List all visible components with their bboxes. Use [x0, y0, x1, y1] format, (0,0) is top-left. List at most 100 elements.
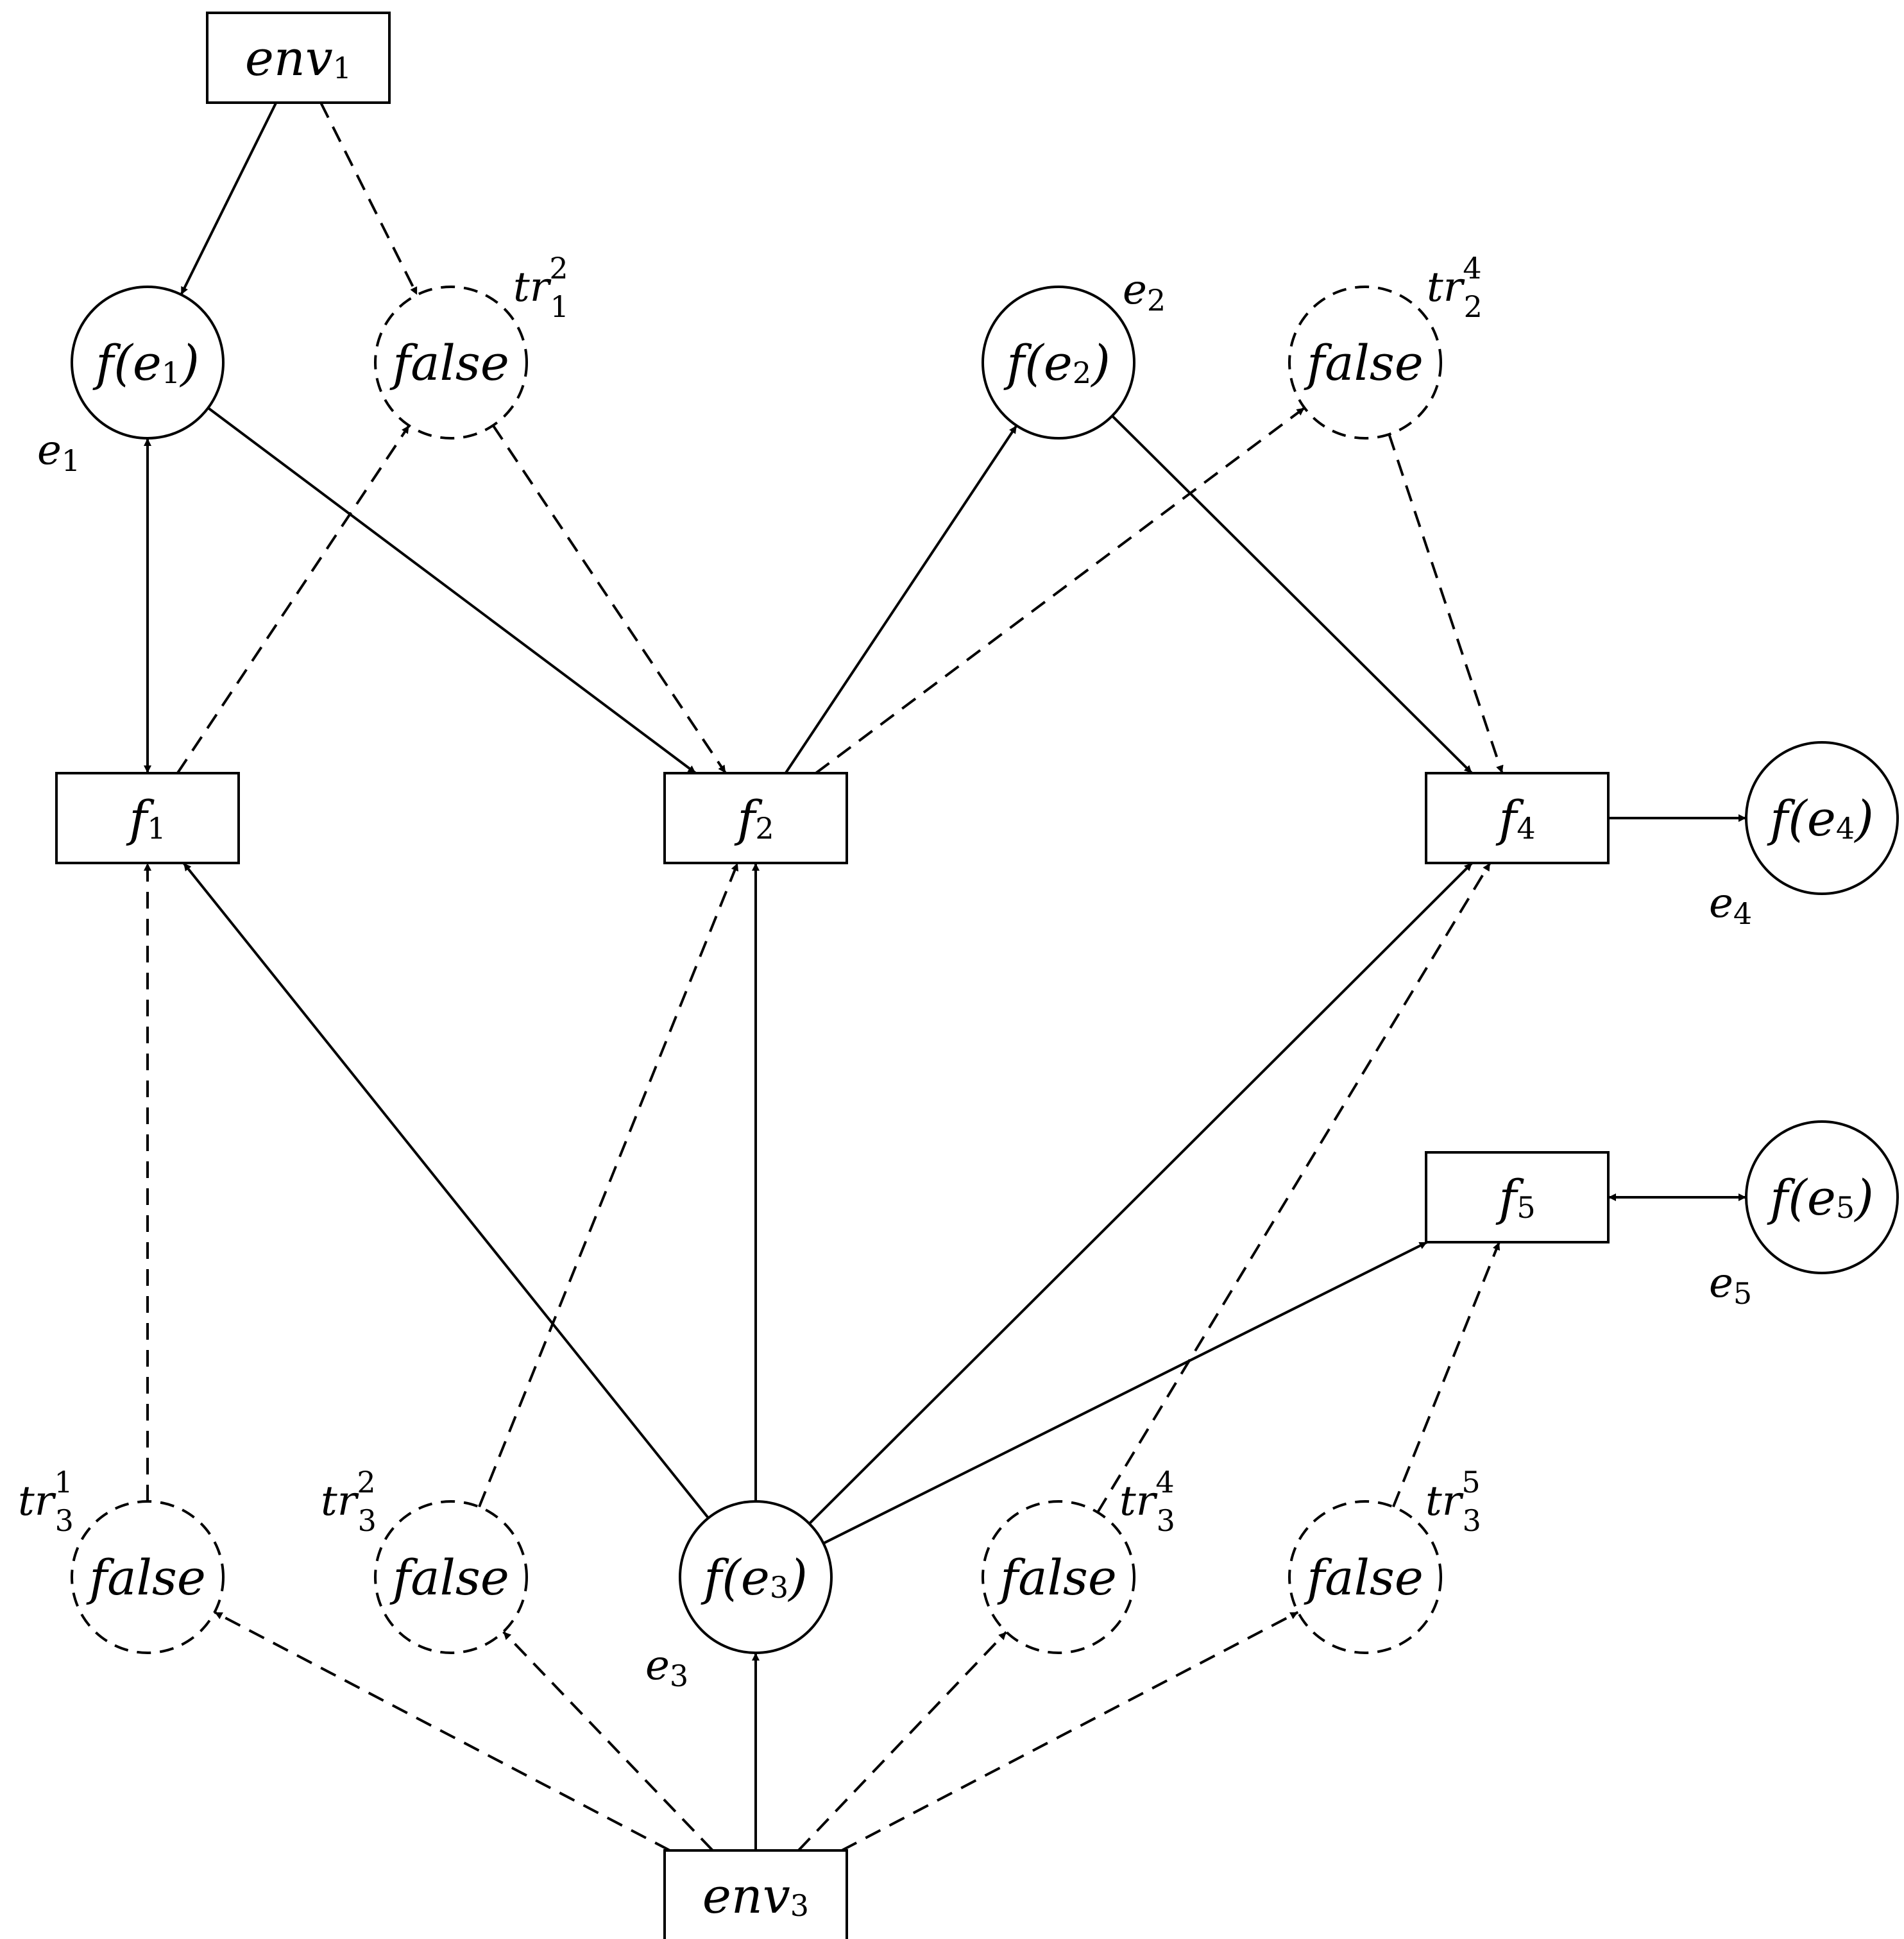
node-fe4-label: f(e4): [1767, 790, 1874, 847]
node-env3: env3: [663, 1849, 848, 1939]
node-env1: env1: [206, 12, 391, 104]
node-tr34-circle: [982, 1500, 1135, 1654]
edge-tr32-to-f2: [478, 862, 739, 1508]
node-fe3-label-suffix: ): [787, 1549, 808, 1606]
node-tr12-label: false: [389, 334, 509, 391]
node-tr35: false: [1288, 1500, 1442, 1654]
node-f2: f2: [663, 772, 848, 864]
node-f1-box: [55, 772, 240, 864]
edge-tr35-to-f5: [1391, 1242, 1500, 1508]
node-tr12-circle: [374, 286, 528, 440]
node-f2-label-subscript: 2: [755, 811, 774, 846]
node-fe5-label-suffix: ): [1853, 1169, 1874, 1226]
tag-tr24-subscript: 2: [1464, 289, 1483, 324]
tag-tr35-text: tr: [1425, 1478, 1464, 1525]
node-env1-box: [206, 12, 391, 104]
tag-fe1-subscript: 1: [62, 443, 80, 478]
node-f5-box: [1425, 1151, 1610, 1243]
edge-fe1-to-f2: [207, 407, 697, 774]
node-tr24-label-text: false: [1304, 334, 1424, 391]
tag-fe2: e2: [1123, 266, 1166, 318]
node-tr32: false: [374, 1500, 528, 1654]
node-fe3-label: f(e3): [701, 1549, 808, 1606]
node-fe5: f(e5): [1745, 1120, 1899, 1274]
node-env1-label-text: env: [245, 30, 333, 87]
node-tr34: false: [982, 1500, 1135, 1654]
tag-tr31-text: tr: [18, 1478, 56, 1525]
node-tr31-label-text: false: [86, 1549, 206, 1606]
node-fe2-label: f(e2): [1003, 334, 1110, 391]
edge-tr12-to-f2: [491, 424, 727, 774]
tag-fe5: e5: [1709, 1260, 1752, 1311]
node-fe2: f(e2): [982, 286, 1135, 440]
node-f1-label: f1: [126, 790, 166, 847]
node-tr32-label: false: [389, 1549, 509, 1606]
node-fe4: f(e4): [1745, 741, 1899, 895]
node-fe1-circle: [71, 286, 225, 440]
tag-tr12-text: tr: [513, 264, 552, 311]
node-fe1-label-text: f(e: [92, 334, 162, 391]
tag-fe1: e1: [37, 427, 80, 478]
node-fe2-circle: [982, 286, 1135, 440]
node-tr34-label: false: [997, 1549, 1117, 1606]
node-f4: f4: [1425, 772, 1610, 864]
tag-fe5-subscript: 5: [1733, 1276, 1752, 1311]
tag-fe2-text: e: [1123, 266, 1147, 314]
edge-env1-to-tr12: [319, 102, 418, 296]
node-tr31-circle: [71, 1500, 225, 1654]
node-f4-label-subscript: 4: [1517, 811, 1535, 846]
edge-fe2-to-f4: [1111, 414, 1473, 774]
edge-fe3-to-f1: [182, 862, 710, 1519]
node-env1-label: env1: [245, 30, 352, 87]
edge-tr34-to-f4: [1096, 862, 1492, 1514]
edge-f1-to-tr12: [176, 425, 411, 774]
edge-f2-to-tr24: [815, 407, 1305, 774]
node-fe1-label: f(e1): [92, 334, 200, 391]
node-env1-label-subscript: 1: [333, 51, 352, 85]
node-fe4-label-subscript: 4: [1836, 811, 1855, 846]
node-env3-label-subscript: 3: [790, 1888, 809, 1923]
edge-env3-to-tr35: [841, 1610, 1299, 1852]
node-tr34-label-text: false: [997, 1549, 1117, 1606]
node-fe1-label-subscript: 1: [162, 355, 180, 390]
node-env3-label: env3: [702, 1867, 809, 1924]
tag-fe4-text: e: [1709, 880, 1733, 927]
tag-tr35-superscript: 5: [1461, 1465, 1480, 1499]
node-f4-label: f4: [1495, 790, 1535, 847]
node-tr35-label-text: false: [1304, 1549, 1424, 1606]
node-fe4-label-suffix: ): [1853, 790, 1874, 847]
node-fe4-circle: [1745, 741, 1899, 895]
node-fe3-label-subscript: 3: [770, 1570, 788, 1605]
node-fe2-label-text: f(e: [1003, 334, 1073, 391]
node-fe5-label-subscript: 5: [1836, 1190, 1855, 1225]
edge-fe3-to-f5: [822, 1241, 1428, 1545]
edge-fe3-to-f4: [808, 862, 1474, 1525]
tag-tr24-text: tr: [1427, 264, 1465, 311]
edges: [144, 102, 1746, 1852]
node-tr32-circle: [374, 1500, 528, 1654]
node-fe3-circle: [679, 1500, 833, 1654]
node-fe1-label-suffix: ): [179, 334, 200, 391]
node-tr12-label-text: false: [389, 334, 509, 391]
tag-tr32-subscript: 3: [358, 1503, 377, 1538]
node-fe4-label-text: f(e: [1767, 790, 1836, 847]
tag-fe2-subscript: 2: [1147, 283, 1166, 318]
edge-f2-to-fe2: [784, 425, 1018, 774]
node-f1-label-subscript: 1: [147, 811, 166, 846]
node-tr35-circle: [1288, 1500, 1442, 1654]
tag-tr34-subscript: 3: [1157, 1503, 1175, 1538]
node-fe5-label-text: f(e: [1767, 1169, 1836, 1226]
tag-tr31-subscript: 3: [55, 1503, 74, 1538]
tag-fe1-text: e: [37, 427, 62, 474]
node-tr24: false: [1288, 286, 1442, 440]
tag-fe3-text: e: [645, 1642, 670, 1689]
tag-tr34-superscript: 4: [1155, 1465, 1174, 1499]
tag-tr12-subscript: 1: [550, 289, 569, 324]
